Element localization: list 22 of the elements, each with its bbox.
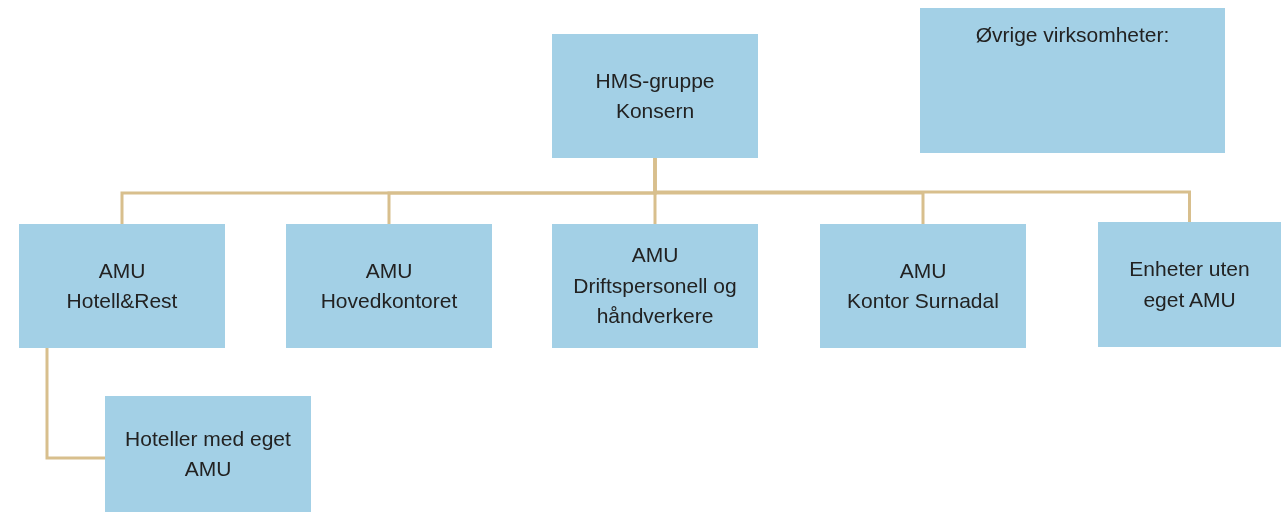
box-label: Hovedkontoret [320, 288, 458, 314]
org-box [552, 224, 758, 348]
box-label: AMU [899, 257, 947, 284]
box-label: AMU [98, 257, 146, 284]
box-label: Driftspersonell og håndverkere [572, 272, 738, 330]
box-label: HMS-gruppe [595, 67, 715, 94]
box-label: AMU [631, 242, 679, 269]
box-label: Konsern [615, 98, 695, 124]
connector-line [45, 348, 105, 460]
org-box [286, 224, 492, 348]
org-box [820, 224, 1026, 348]
org-box [1098, 222, 1281, 347]
org-box [105, 396, 311, 512]
box-label: Enheter uten eget AMU [1128, 256, 1251, 313]
box-label: Hotell&Rest [66, 288, 178, 314]
box-label: Kontor Surnadal [847, 288, 999, 314]
org-box [19, 224, 225, 348]
box-label: Øvrige virksomheter: [975, 22, 1170, 48]
box-label: AMU [365, 257, 413, 284]
org-box [920, 8, 1225, 153]
box-label: Hoteller med eget AMU [124, 425, 292, 482]
org-box [552, 34, 758, 158]
